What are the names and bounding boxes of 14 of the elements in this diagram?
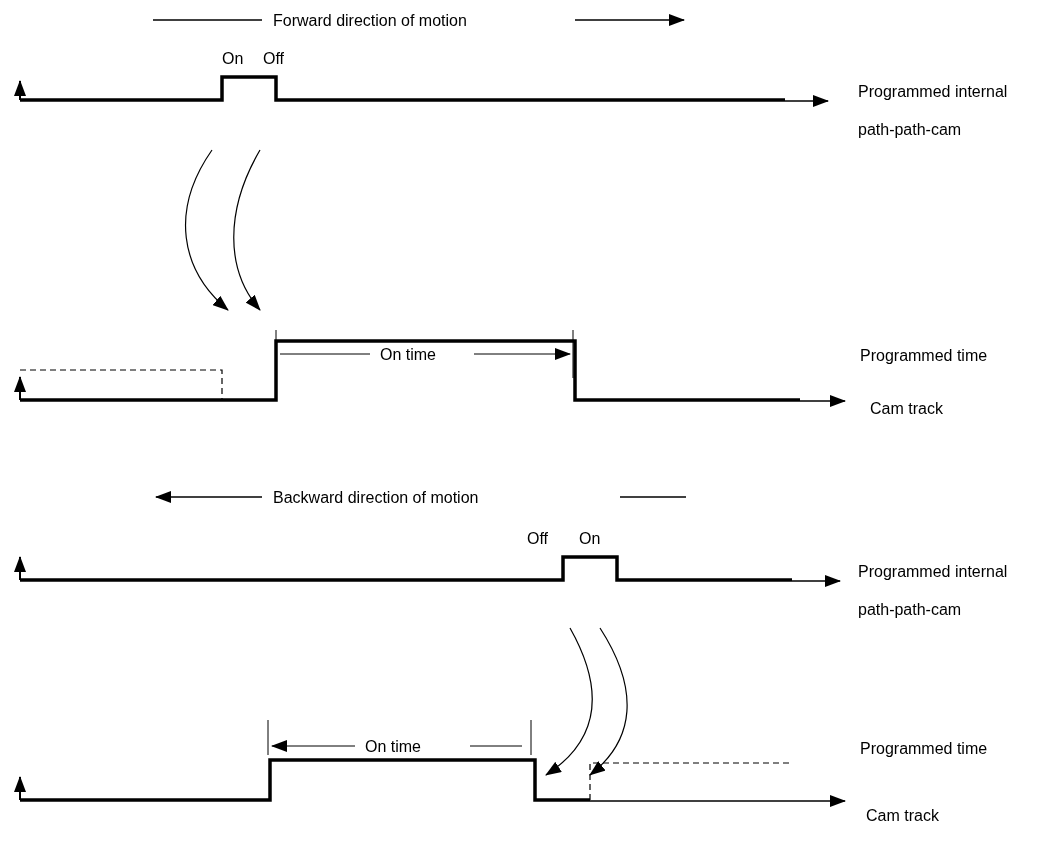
track-label: Programmed time [860,739,988,758]
track-label: Programmed time [860,346,988,365]
switch-point-label: On [222,49,244,68]
track-label: Programmed internal path-path-cam [858,82,1009,140]
track-label: Cam track [870,399,943,418]
switch-point-label: On [579,529,601,548]
duration-label: On time [365,737,421,756]
track-label: Programmed internal path-path-cam [858,562,1009,620]
track-label: Cam track [866,806,939,825]
switch-point-label: Off [263,49,285,68]
motion-direction-label: Backward direction of motion [273,488,479,507]
duration-label: On time [380,345,436,364]
motion-direction-label: Forward direction of motion [273,11,467,30]
switch-point-label: Off [527,529,549,548]
